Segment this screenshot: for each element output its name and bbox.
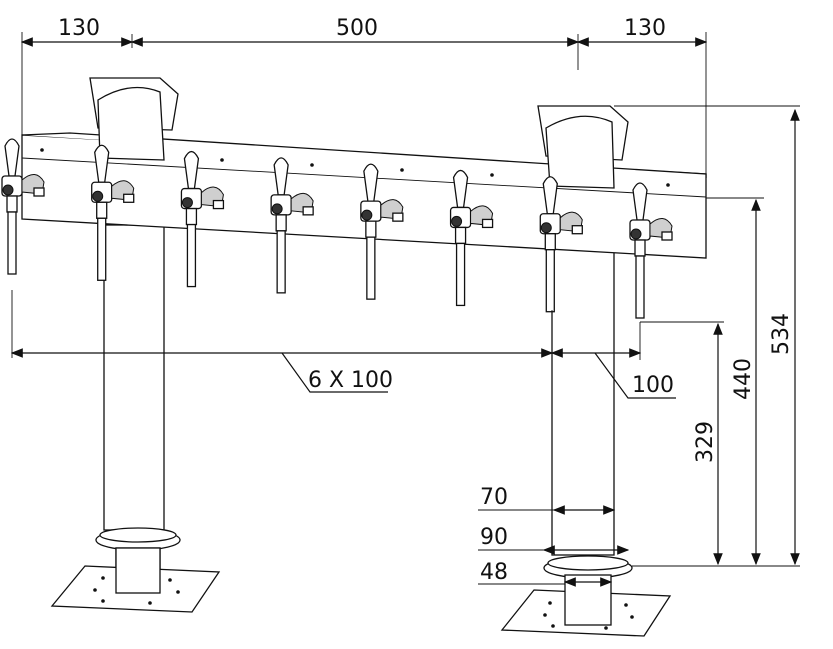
left-column-tube	[103, 224, 165, 531]
tap-nut	[571, 225, 583, 235]
dim-end-spacing: 100	[632, 373, 674, 398]
tap-knob	[630, 228, 642, 240]
tap-handle	[183, 150, 200, 190]
right-column-collar-top	[547, 555, 629, 571]
dim-total-height: 534	[769, 313, 794, 355]
tap-spout	[366, 236, 376, 300]
right-hood	[537, 105, 629, 189]
beer-tap	[270, 157, 314, 294]
left-column	[50, 224, 221, 613]
beer-tap	[629, 182, 673, 319]
tap-spout-neck	[544, 233, 556, 251]
left-column-collar-top	[99, 527, 177, 543]
tap-nut	[212, 199, 225, 210]
tap-knob	[181, 197, 193, 209]
tap-nut	[302, 206, 314, 216]
tap-spout-neck	[185, 207, 198, 226]
tap-spout	[7, 211, 17, 275]
tap-nut	[661, 231, 673, 241]
tap-spout-neck	[634, 239, 646, 257]
tap-spout-neck	[6, 195, 18, 213]
leader-spacing	[281, 352, 388, 393]
right-dimensions: 534 440 329	[614, 105, 800, 567]
tap-handle	[542, 176, 558, 215]
dim-column-48: 48	[480, 560, 508, 585]
beer-tap	[180, 150, 225, 288]
beer-tap	[449, 169, 494, 307]
tap-nut	[392, 212, 404, 222]
dim-tap-height: 440	[731, 358, 756, 400]
tap-handle	[452, 169, 469, 209]
left-column-stem-front	[115, 547, 161, 594]
spacing-dimensions: 6 X 100 100	[10, 290, 676, 399]
tap-handle	[632, 182, 648, 221]
tap-nut	[481, 218, 494, 229]
right-base-holes	[543, 601, 634, 630]
taps-group	[1, 138, 673, 319]
tap-spout	[97, 217, 107, 281]
tap-spout-neck	[96, 201, 108, 219]
top-dimensions: 130 500 130	[20, 16, 708, 175]
tap-knob	[92, 190, 104, 202]
tap-handle	[4, 138, 20, 177]
left-base-holes	[93, 576, 180, 605]
tap-spout-neck	[454, 226, 467, 245]
right-column	[500, 244, 672, 637]
left-hood	[89, 77, 179, 161]
tap-spout	[545, 249, 555, 313]
tap-spout-neck	[275, 214, 287, 232]
dim-tap-spacing: 6 X 100	[308, 368, 393, 393]
beer-tap	[539, 176, 583, 313]
tap-handle	[94, 144, 110, 183]
tap-spout	[276, 230, 286, 294]
tap-knob	[271, 203, 283, 215]
tap-knob	[451, 215, 463, 227]
tap-nut	[123, 193, 135, 203]
dim-span: 500	[336, 16, 378, 41]
bar-top-edge	[21, 132, 707, 178]
dim-column-70: 70	[480, 485, 508, 510]
dim-left-overhang: 130	[58, 16, 100, 41]
tap-handle	[273, 157, 289, 196]
tap-spout	[186, 223, 197, 288]
dim-column-90: 90	[480, 525, 508, 550]
right-column-tube	[551, 244, 615, 556]
tap-knob	[361, 209, 373, 221]
tap-spout	[455, 242, 466, 307]
beer-tap	[91, 144, 135, 281]
leader-end-spacing	[594, 352, 676, 399]
column-dimensions: 70 90 48	[478, 485, 630, 587]
tap-handle	[363, 163, 379, 202]
tap-knob	[540, 222, 552, 234]
beer-tap	[1, 138, 45, 275]
right-hood-body	[545, 115, 615, 189]
tap-nut	[33, 187, 45, 197]
left-hood-body	[97, 86, 165, 161]
tap-spout	[635, 255, 645, 319]
beer-tap	[360, 163, 404, 300]
dim-right-overhang: 130	[624, 16, 666, 41]
dim-spout-height: 329	[693, 421, 718, 463]
bar-top-line	[21, 157, 707, 198]
tap-knob	[2, 184, 14, 196]
tap-spout-neck	[365, 220, 377, 238]
